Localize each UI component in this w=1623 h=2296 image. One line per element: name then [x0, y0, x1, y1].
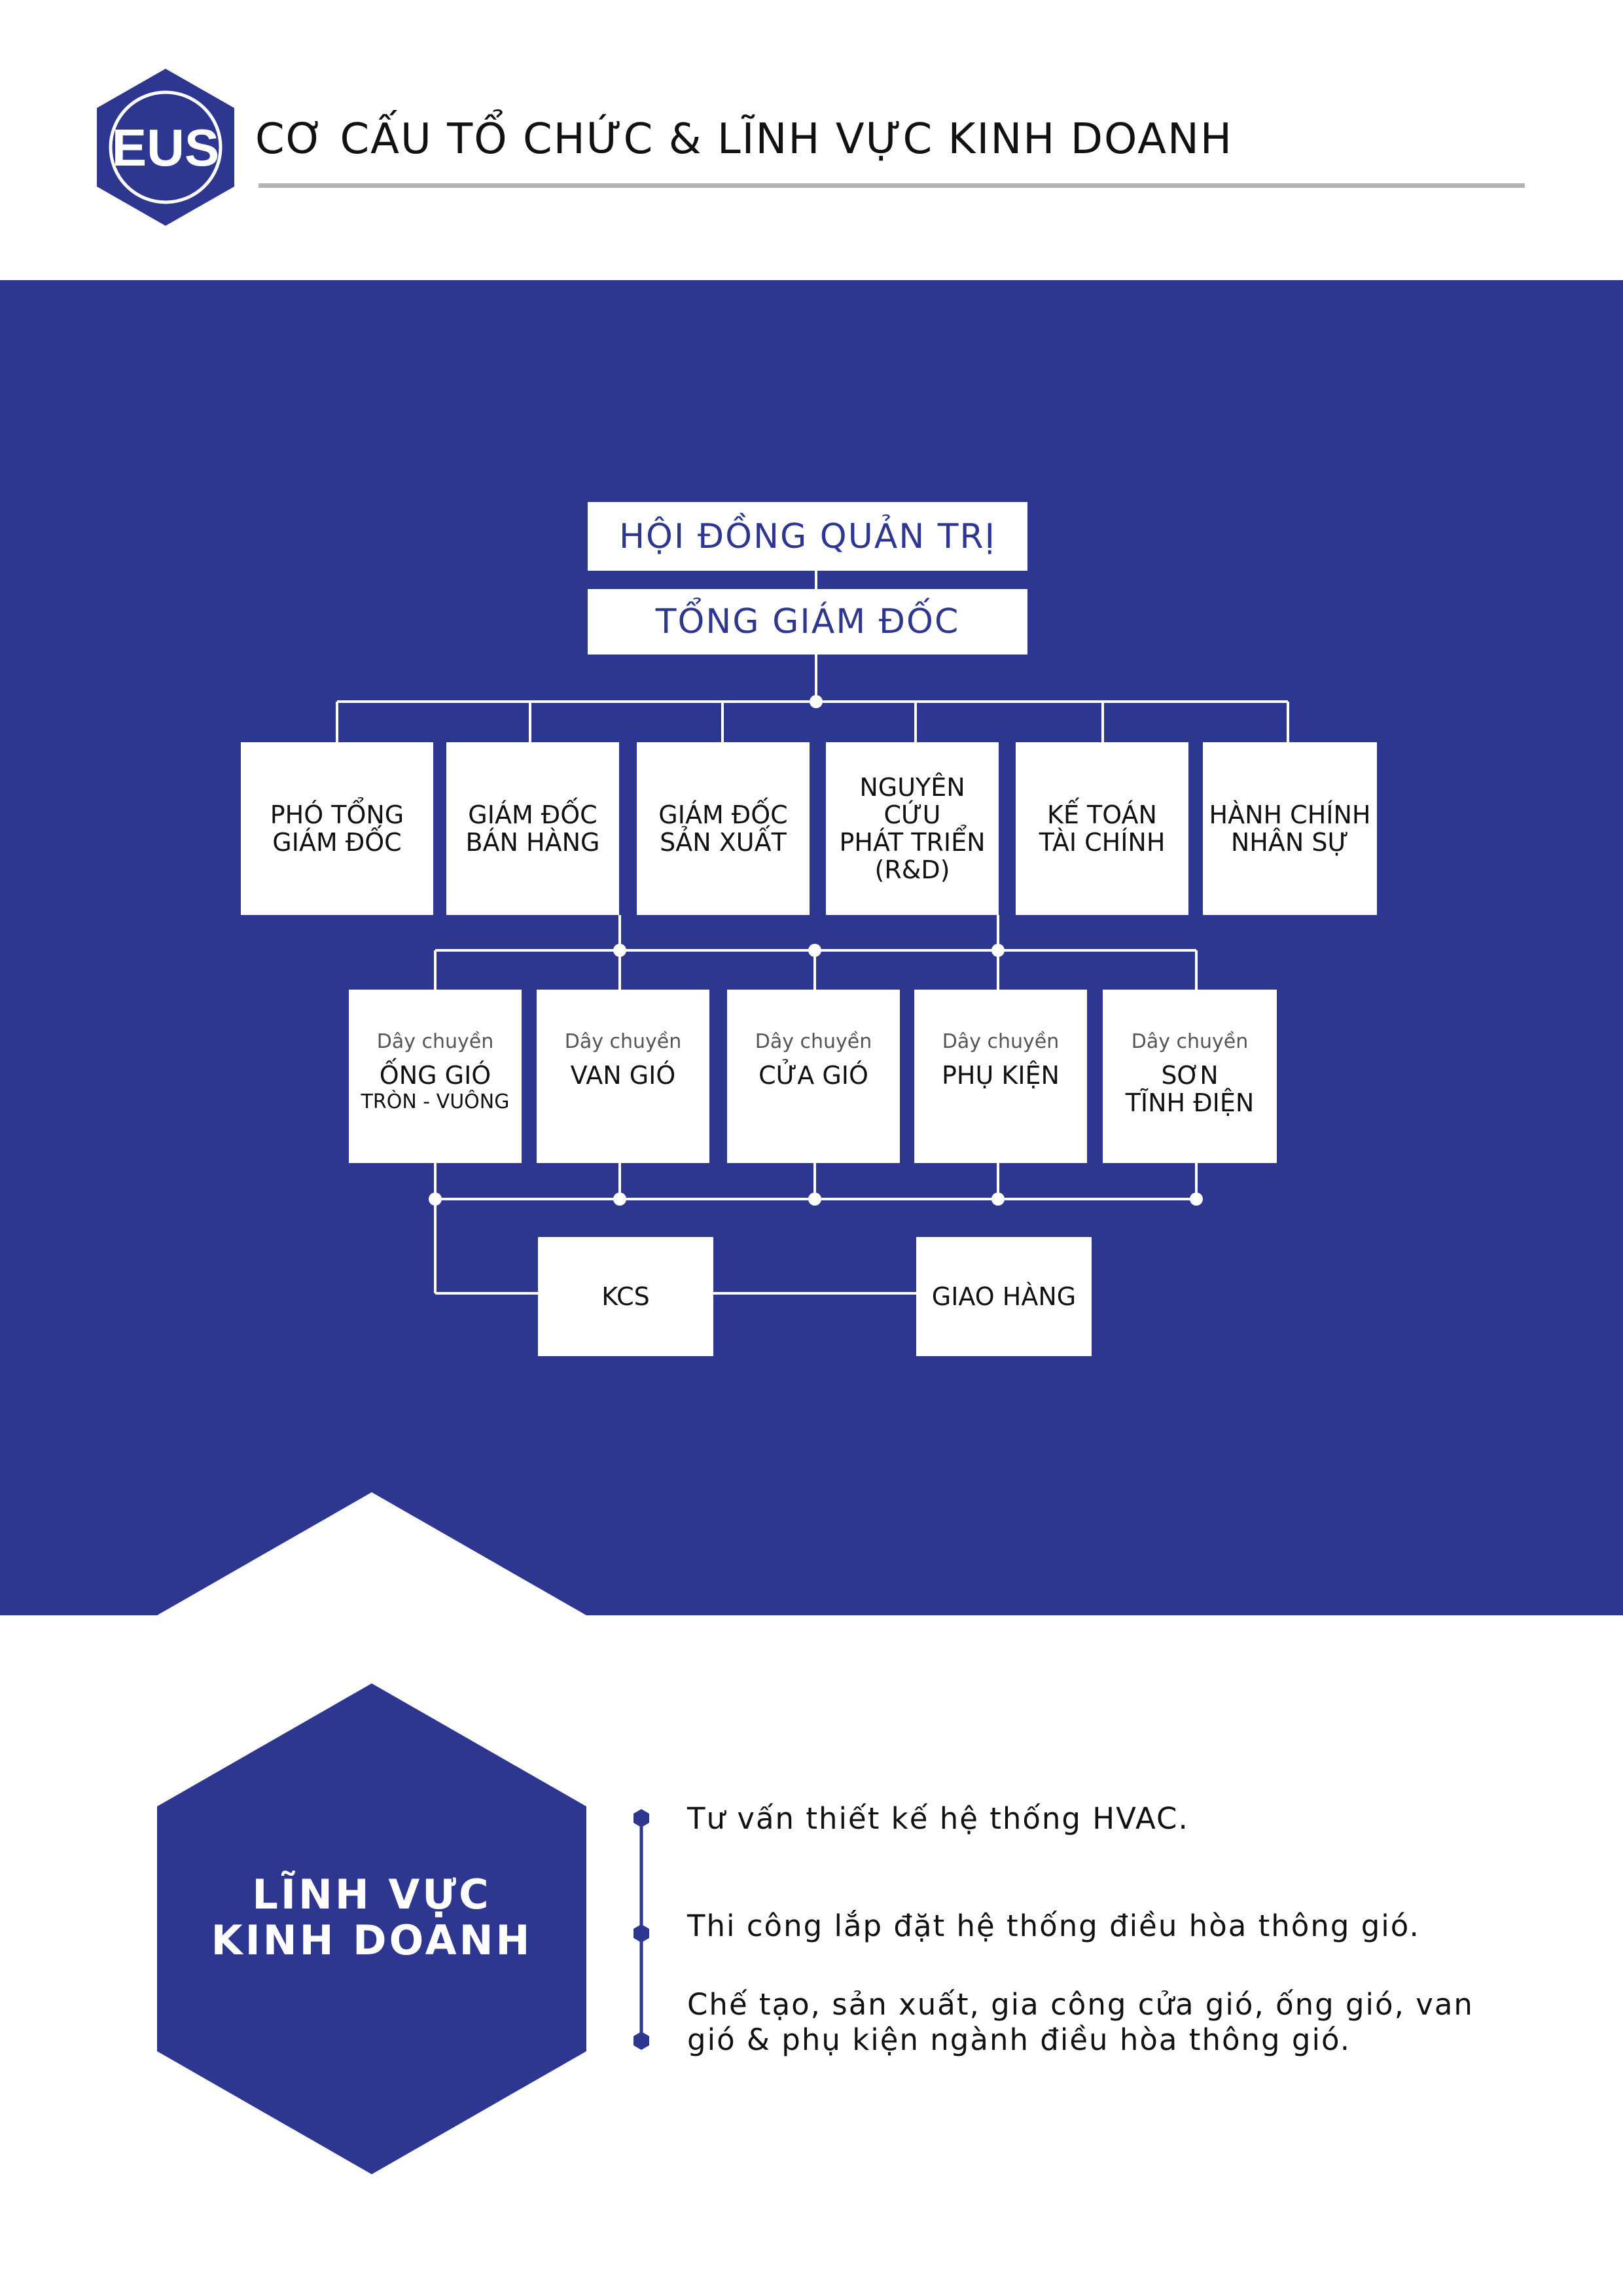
business-timeline [633, 1809, 649, 2050]
ceo-label: TỔNG GIÁM ĐỐC [655, 602, 960, 641]
production-line-damper: Dây chuyền VAN GIÓ [537, 990, 709, 1163]
board-of-directors-box: HỘI ĐỒNG QUẢN TRỊ [588, 502, 1027, 571]
business-item-installation: Thi công lắp đặt hệ thống điều hòa thông… [687, 1909, 1420, 1943]
department-box-production: GIÁM ĐỐC SẢN XUẤT [637, 742, 810, 915]
department-box-deputy-ceo: PHÓ TỔNG GIÁM ĐỐC [241, 742, 433, 915]
header-divider [259, 183, 1525, 188]
board-label: HỘI ĐỒNG QUẢN TRỊ [618, 516, 997, 556]
business-hexagon [157, 1683, 586, 2174]
eus-logo-icon: EUS [97, 69, 234, 226]
production-line-duct: Dây chuyền ỐNG GIÓ TRÒN - VUÔNG [349, 990, 522, 1163]
department-box-finance: KẾ TOÁN TÀI CHÍNH [1016, 742, 1188, 915]
hex-notch-decoration [157, 1492, 586, 1617]
production-line-powder-coating: Dây chuyền SƠN TĨNH ĐIỆN [1103, 990, 1277, 1163]
business-item-manufacturing: Chế tạo, sản xuất, gia công cửa gió, ống… [687, 1987, 1474, 2057]
department-box-sales: GIÁM ĐỐC BÁN HÀNG [446, 742, 619, 915]
ceo-box: TỔNG GIÁM ĐỐC [588, 589, 1027, 655]
business-title: LĨNH VỰC KINH DOANH [211, 1871, 533, 1964]
bullet-hex-icon [633, 2032, 649, 2050]
bullet-hex-icon [633, 1924, 649, 1943]
business-item-hvac-consulting: Tư vấn thiết kế hệ thống HVAC. [687, 1801, 1189, 1836]
department-box-hr: HÀNH CHÍNH NHÂN SỰ [1203, 742, 1377, 915]
kcs-box: KCS [538, 1237, 713, 1356]
logo-text: EUS [112, 118, 220, 177]
delivery-box: GIAO HÀNG [916, 1237, 1092, 1356]
page-title: CƠ CẤU TỔ CHỨC & LĨNH VỰC KINH DOANH [255, 115, 1234, 164]
department-box-rnd: NGUYÊN CỨU PHÁT TRIỂN (R&D) [826, 742, 999, 915]
org-chart-connectors [336, 571, 1289, 1295]
bullet-hex-icon [633, 1809, 649, 1827]
production-line-accessories: Dây chuyền PHỤ KIỆN [914, 990, 1087, 1163]
production-line-grille: Dây chuyền CỬA GIÓ [727, 990, 900, 1163]
